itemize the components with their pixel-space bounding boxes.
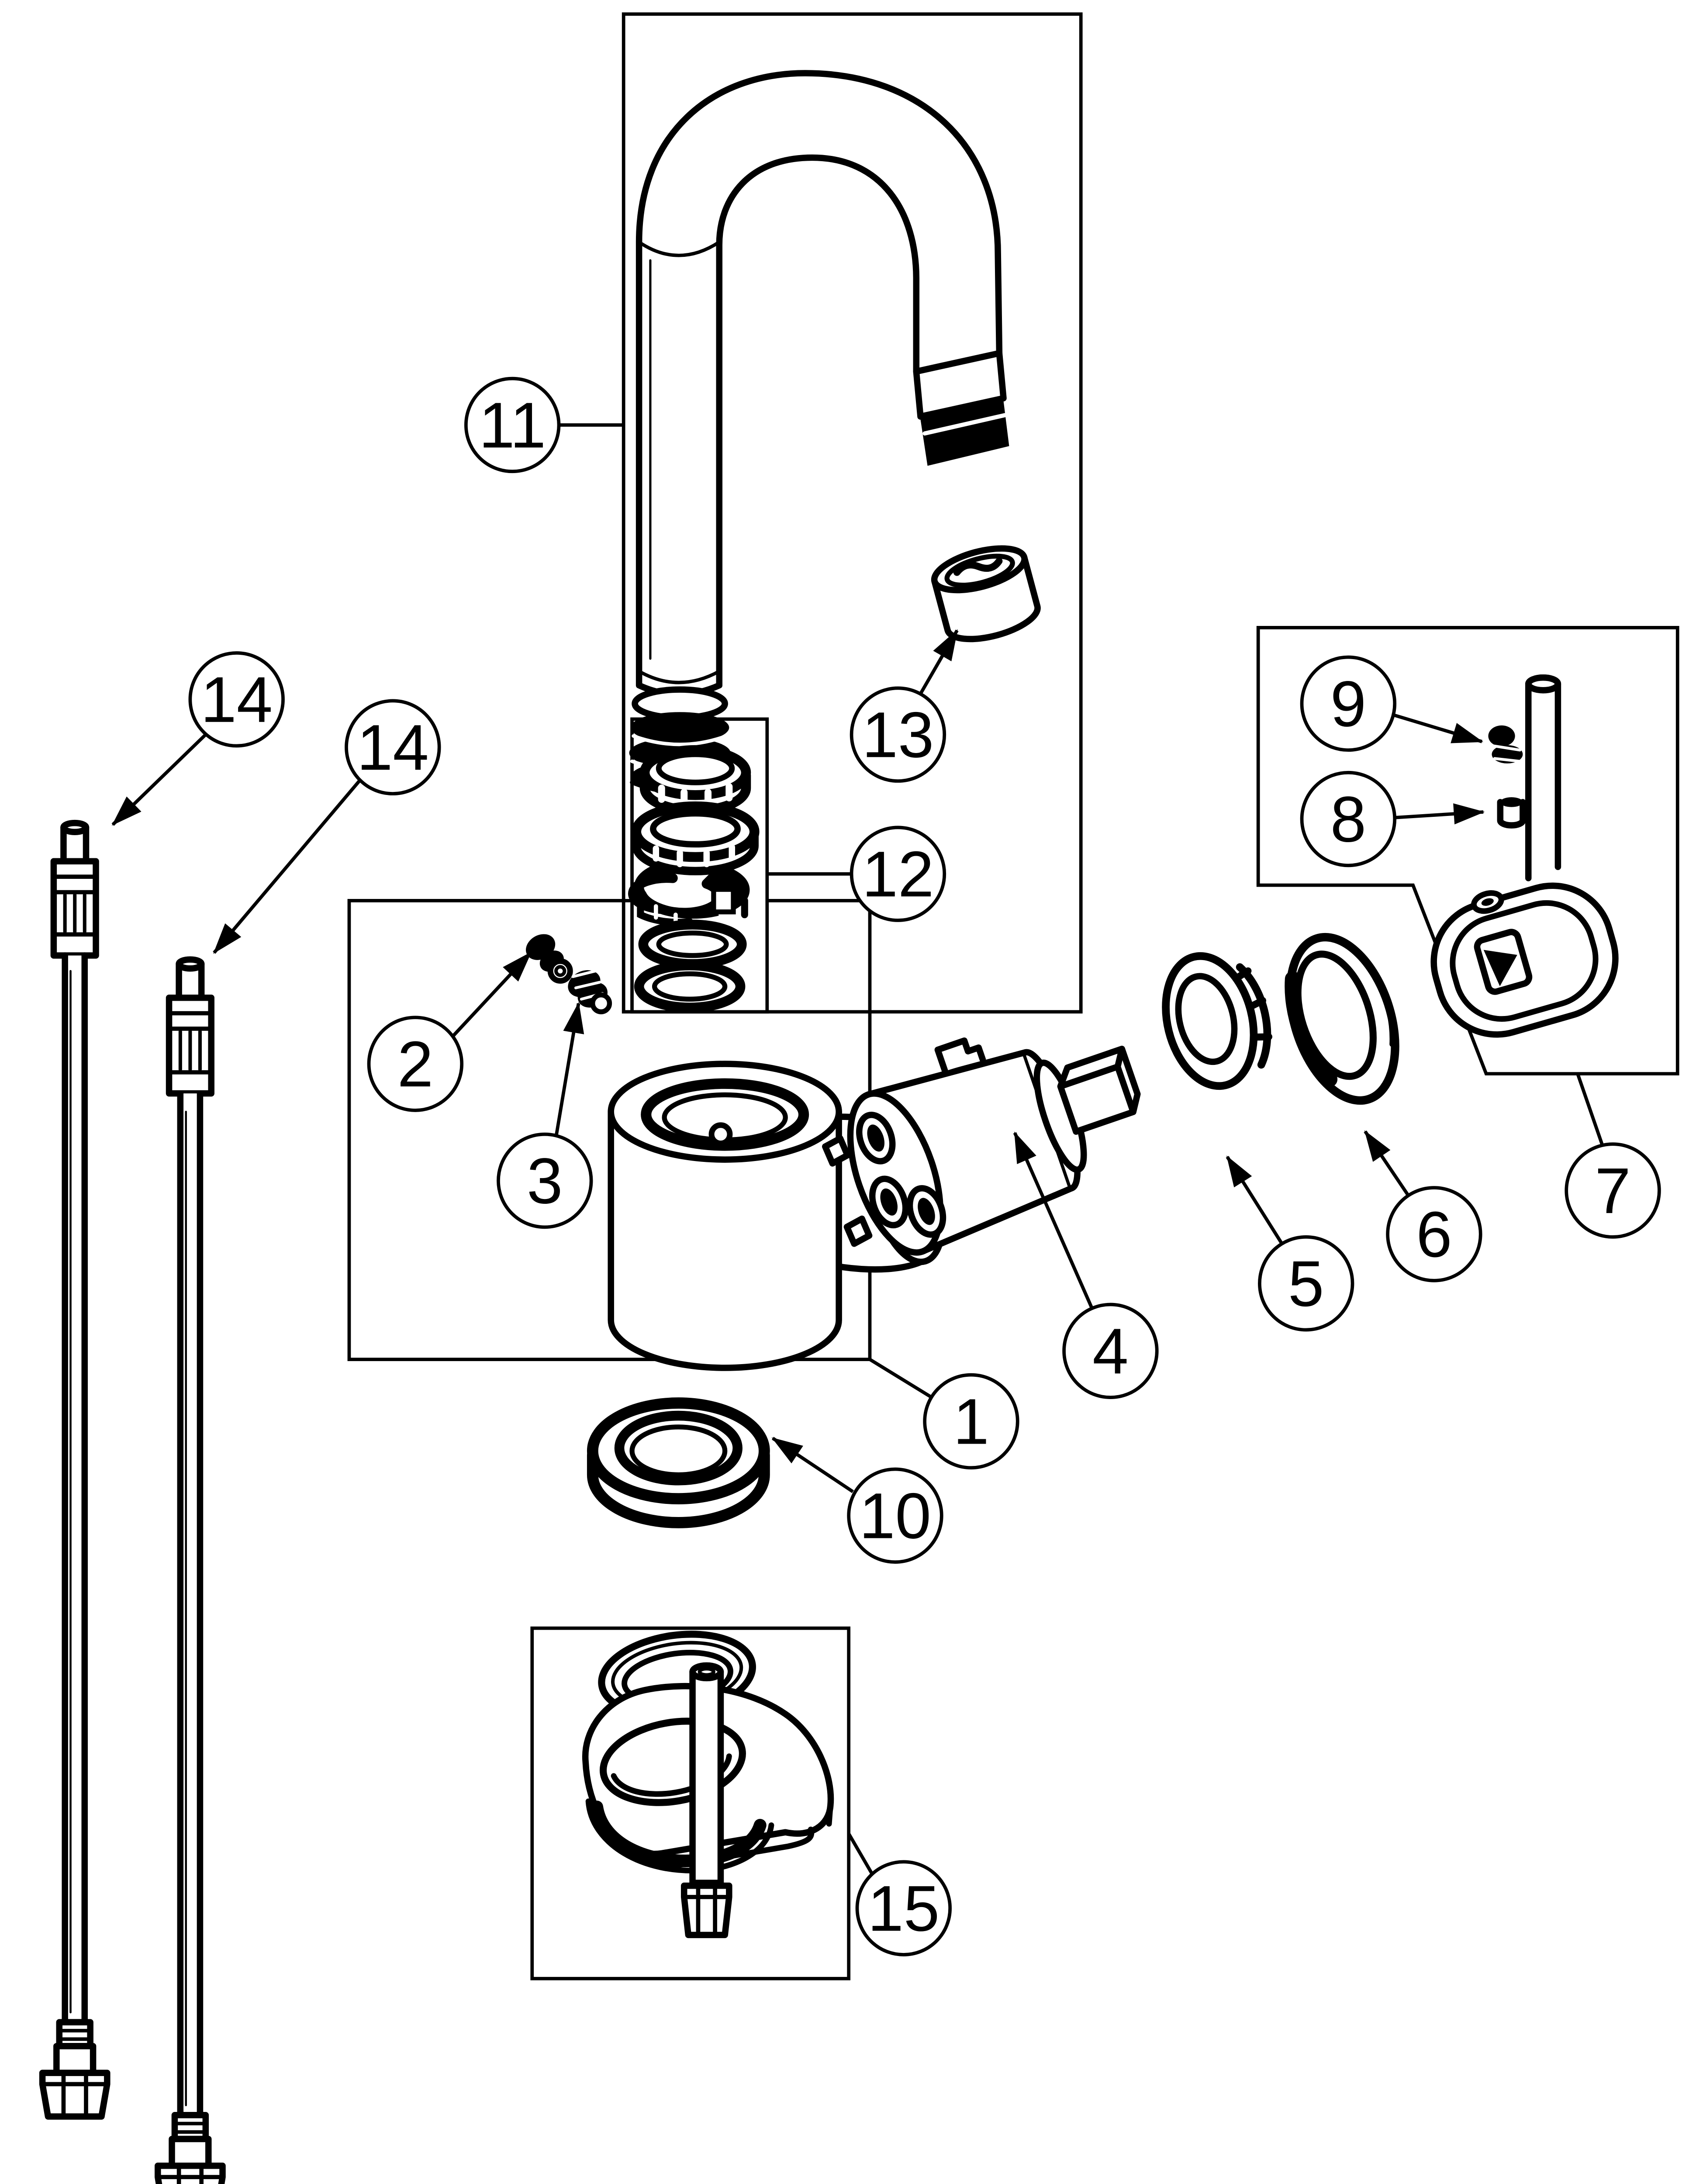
callout-6: 6 [1386, 1186, 1482, 1282]
spout [629, 70, 1009, 795]
callout-15: 15 [855, 1860, 952, 1956]
svg-text:15: 15 [867, 1873, 939, 1945]
callout-13: 13 [850, 686, 946, 783]
callout-14a: 14 [188, 651, 285, 748]
cartridge-key-tab [934, 1037, 986, 1075]
leader-6 [1364, 1130, 1410, 1197]
leader-7 [1576, 1073, 1605, 1147]
svg-text:3: 3 [527, 1145, 563, 1217]
callout-9: 9 [1300, 655, 1397, 752]
leader-4 [1013, 1131, 1094, 1310]
leader-14b [213, 778, 362, 954]
leader-13 [919, 629, 959, 695]
svg-text:11: 11 [479, 390, 546, 462]
callout-5: 5 [1258, 1235, 1354, 1332]
handle-box [1256, 626, 1679, 1076]
svg-text:6: 6 [1416, 1199, 1452, 1271]
leader-3 [554, 1002, 584, 1137]
stud-nut [680, 1882, 732, 1939]
o-ring-2 [634, 960, 746, 1013]
set-screw [568, 969, 612, 1015]
svg-text:4: 4 [1092, 1315, 1128, 1387]
leader-9 [1392, 713, 1484, 743]
spout-tip [913, 350, 1007, 420]
svg-text:14: 14 [357, 712, 429, 784]
mounting-hardware-kit [582, 1631, 834, 1939]
trim-ring [1285, 933, 1399, 1105]
cartridge [822, 1037, 1141, 1256]
cartridge-stem [1057, 1045, 1141, 1135]
callout-4: 4 [1062, 1303, 1159, 1400]
hose-nut [39, 2070, 111, 2120]
leader-8 [1394, 803, 1485, 825]
hose-nut [155, 2162, 226, 2184]
svg-text:7: 7 [1595, 1155, 1630, 1227]
callout-7: 7 [1565, 1142, 1661, 1239]
callout-3: 3 [497, 1132, 593, 1229]
leader-15 [847, 1832, 876, 1878]
supply-hose-right [155, 956, 226, 2184]
bearing-ring [631, 801, 760, 875]
callout-11: 11 [464, 377, 561, 473]
callout-12: 12 [850, 826, 946, 922]
retaining-ring [1162, 952, 1272, 1090]
handle-pin [1497, 797, 1526, 829]
leader-5 [1226, 1155, 1284, 1245]
callout-14b: 14 [345, 699, 441, 795]
base-ring [587, 1397, 770, 1528]
leader-1 [869, 1358, 933, 1399]
handle-screw [1488, 725, 1523, 764]
svg-text:5: 5 [1288, 1248, 1324, 1320]
callout-10: 10 [847, 1467, 943, 1564]
svg-text:8: 8 [1330, 784, 1366, 856]
supply-hose-left [39, 819, 111, 2120]
callout-8: 8 [1300, 771, 1397, 867]
svg-text:10: 10 [859, 1480, 931, 1552]
svg-text:1: 1 [953, 1386, 989, 1458]
set-screw-small [525, 934, 573, 984]
svg-text:13: 13 [862, 699, 934, 771]
mounting-stud [680, 1662, 732, 1939]
svg-text:2: 2 [397, 1028, 433, 1100]
callout-1: 1 [923, 1373, 1019, 1470]
leader-lines [111, 423, 1605, 1878]
callout-balloons: 1 2 3 4 5 6 7 8 9 10 11 12 13 14 14 15 [188, 377, 1661, 1956]
svg-text:9: 9 [1330, 668, 1366, 740]
svg-text:14: 14 [200, 664, 273, 736]
spout-box [622, 12, 1083, 1014]
leader-10 [771, 1437, 854, 1493]
leader-2 [452, 951, 532, 1037]
aerator-cap [931, 545, 1041, 643]
handle-lever [1430, 674, 1619, 1038]
svg-text:12: 12 [862, 838, 934, 910]
seal-ring-kit [628, 745, 760, 1013]
mounting-kit-box [530, 1626, 851, 1980]
slip-nut [639, 745, 751, 816]
leader-14a [111, 733, 207, 826]
callout-2: 2 [367, 1016, 464, 1112]
